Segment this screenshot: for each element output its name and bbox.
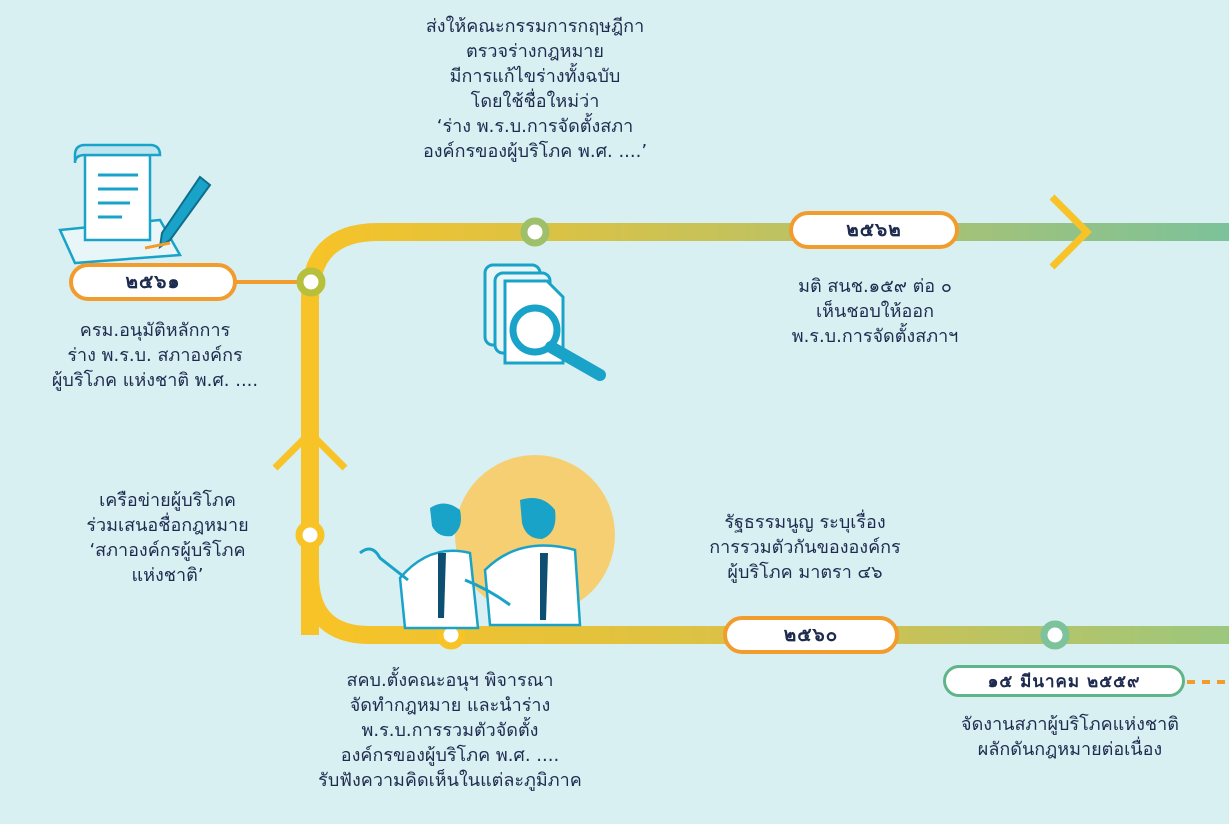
node-network	[295, 520, 325, 550]
text-line: พ.ร.บ.การจัดตั้งสภาฯ	[791, 326, 959, 347]
text-line: เครือข่ายผู้บริโภค	[99, 490, 236, 511]
node-2559	[1040, 620, 1070, 650]
document-search-icon	[483, 263, 606, 381]
text-line: ‘ร่าง พ.ร.บ.การจัดตั้งสภา	[436, 116, 634, 137]
text-line: จัดทำกฎหมาย และนำร่าง	[349, 695, 551, 716]
ocpb-committee-text: สคบ.ตั้งคณะอนุฯ พิจารณา จัดทำกฎหมาย และน…	[260, 668, 640, 793]
text-line: ตรวจร่างกฎหมาย	[466, 41, 604, 62]
text-line: โดยใช้ชื่อใหม่ว่า	[470, 91, 600, 112]
year-2560-badge: ๒๕๖๐	[723, 616, 899, 654]
text-line: รัฐธรรมนูญ ระบุเรื่อง	[724, 512, 886, 533]
text-line: จัดงานสภาผู้บริโภคแห่งชาติ	[961, 714, 1179, 735]
cabinet-approval-text: ครม.อนุมัติหลักการ ร่าง พ.ร.บ. สภาองค์กร…	[0, 318, 310, 393]
document-pen-icon	[58, 143, 212, 265]
business-people-illustration	[359, 455, 615, 630]
chevron-right-icon	[1049, 194, 1092, 270]
text-line: มติ สนช.๑๕๙ ต่อ ๐	[798, 276, 952, 297]
timeline-bottom-line	[301, 560, 1229, 644]
text-line: ผู้บริโภค แห่งชาติ พ.ศ. ....	[51, 370, 259, 391]
text-line: องค์กรของผู้บริโภค พ.ศ. ....	[340, 745, 560, 766]
text-line: พ.ร.บ.การรวมตัวจัดตั้ง	[361, 720, 539, 741]
text-line: แห่งชาติ’	[131, 565, 204, 586]
text-line: ครม.อนุมัติหลักการ	[79, 320, 231, 341]
constitution-text: รัฐธรรมนูญ ระบุเรื่อง การรวมตัวกันขององค…	[655, 510, 955, 585]
text-line: ร่วมเสนอชื่อกฎหมาย	[86, 515, 249, 536]
text-line: องค์กรของผู้บริโภค พ.ศ. ....’	[422, 141, 648, 162]
date-2559-badge: ๑๕ มีนาคม ๒๕๕๙	[943, 665, 1185, 697]
node-council	[520, 217, 550, 247]
chevron-up-icon	[272, 428, 348, 471]
text-line: ‘สภาองค์กรผู้บริโภค	[89, 540, 246, 561]
node-2561	[296, 267, 326, 297]
consumer-network-text: เครือข่ายผู้บริโภค ร่วมเสนอชื่อกฎหมาย ‘ส…	[40, 488, 295, 588]
text-line: การรวมตัวกันขององค์กร	[709, 537, 901, 558]
text-line: ผู้บริโภค มาตรา ๔๖	[727, 562, 883, 583]
consumer-assembly-text: จัดงานสภาผู้บริโภคแห่งชาติ ผลักดันกฎหมาย…	[920, 712, 1220, 762]
text-line: สคบ.ตั้งคณะอนุฯ พิจารณา	[346, 670, 554, 691]
text-line: ผลักดันกฎหมายต่อเนื่อง	[977, 739, 1163, 760]
text-line: เห็นชอบให้ออก	[816, 301, 934, 322]
text-line: ส่งให้คณะกรรมการกฤษฎีกา	[425, 16, 645, 37]
year-2562-badge: ๒๕๖๒	[789, 211, 959, 249]
text-line: มีการแก้ไขร่างทั้งฉบับ	[449, 66, 621, 87]
text-line: รับฟังความคิดเห็นในแต่ละภูมิภาค	[318, 770, 582, 791]
year-2561-badge: ๒๕๖๑	[69, 263, 237, 301]
nla-vote-text: มติ สนช.๑๕๙ ต่อ ๐ เห็นชอบให้ออก พ.ร.บ.กา…	[760, 274, 990, 349]
text-line: ร่าง พ.ร.บ. สภาองค์กร	[67, 345, 243, 366]
council-review-text: ส่งให้คณะกรรมการกฤษฎีกา ตรวจร่างกฎหมาย ม…	[350, 14, 720, 164]
